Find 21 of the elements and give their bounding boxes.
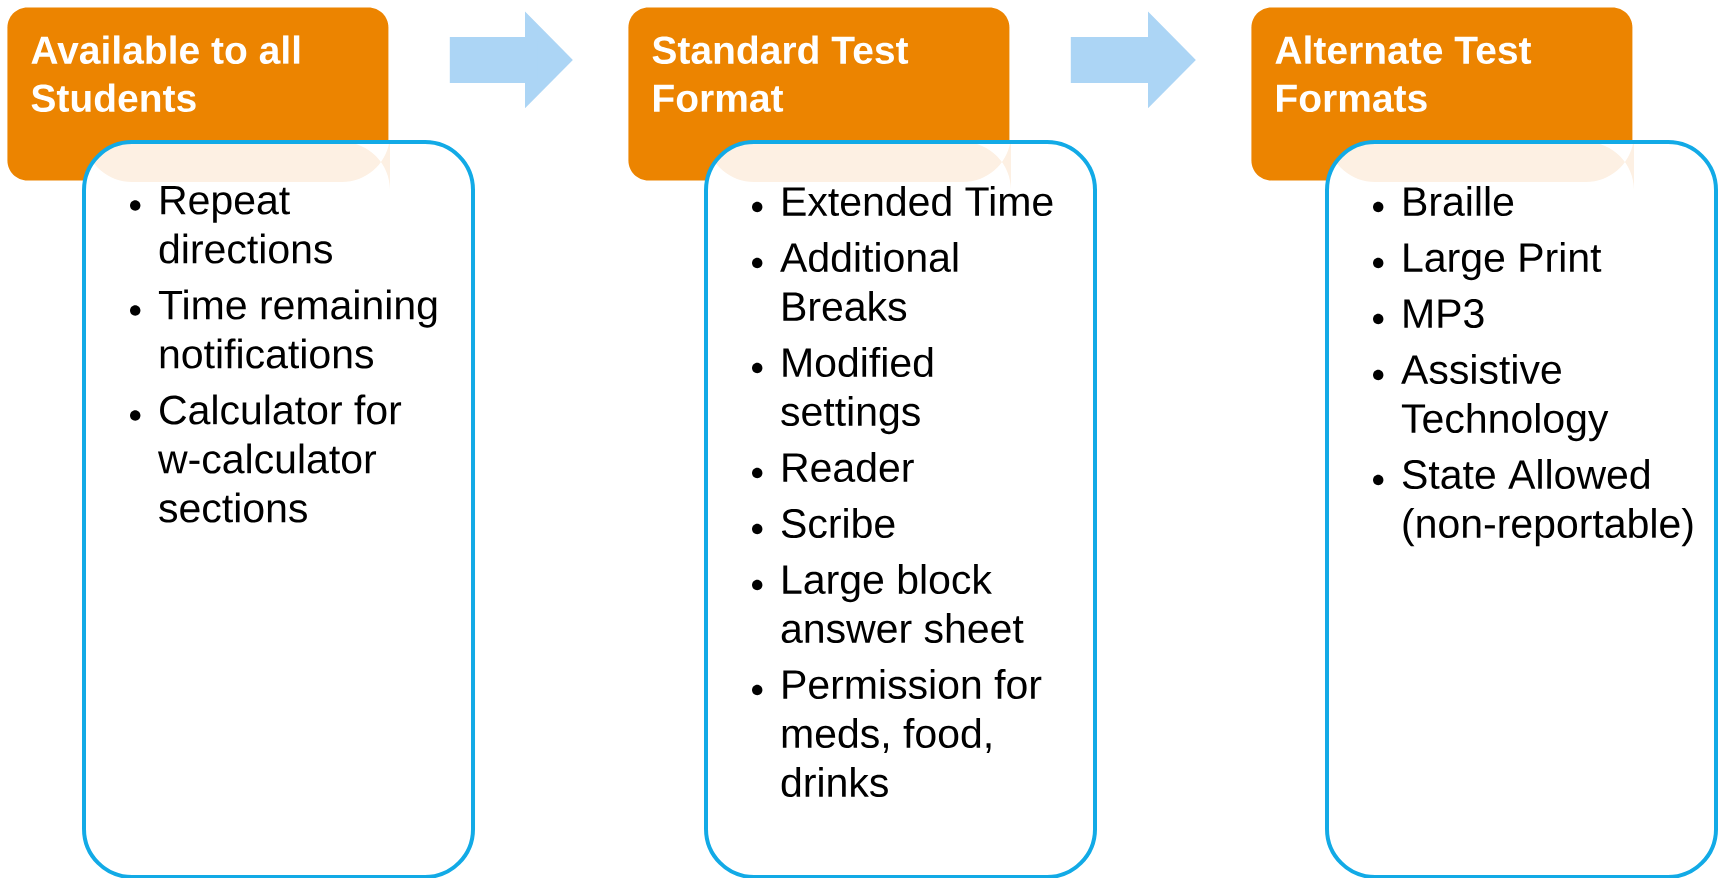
list-item: Calculator for w-calculator sections	[157, 394, 402, 523]
list-box	[1325, 140, 1718, 878]
list-item: MP3	[1404, 299, 1484, 329]
list-item: Large block answer sheet	[781, 564, 1024, 644]
list-item: Scribe	[781, 508, 895, 539]
list-item: Repeat directions	[159, 186, 332, 264]
list-item: Braille	[1404, 186, 1514, 217]
list-box	[704, 140, 1097, 878]
list-item: Extended Time	[783, 186, 1053, 217]
list-item: Assistive Technology	[1401, 354, 1609, 442]
heading: Alternate Test Formats	[1275, 35, 1532, 113]
list-item: Time remaining notifications	[158, 289, 437, 369]
list-box	[82, 140, 475, 878]
list-item: Large Print	[1404, 242, 1602, 281]
list-item: Modified settings	[781, 347, 933, 435]
list-item: Permission for meds, food, drinks	[781, 669, 1042, 798]
heading: Available to all Students	[31, 35, 300, 113]
list-item: Reader	[783, 452, 914, 483]
list-item: Additional Breaks	[780, 242, 958, 322]
list-item: State Allowed (non-reportable)	[1402, 459, 1693, 547]
heading: Standard Test Format	[652, 35, 909, 113]
